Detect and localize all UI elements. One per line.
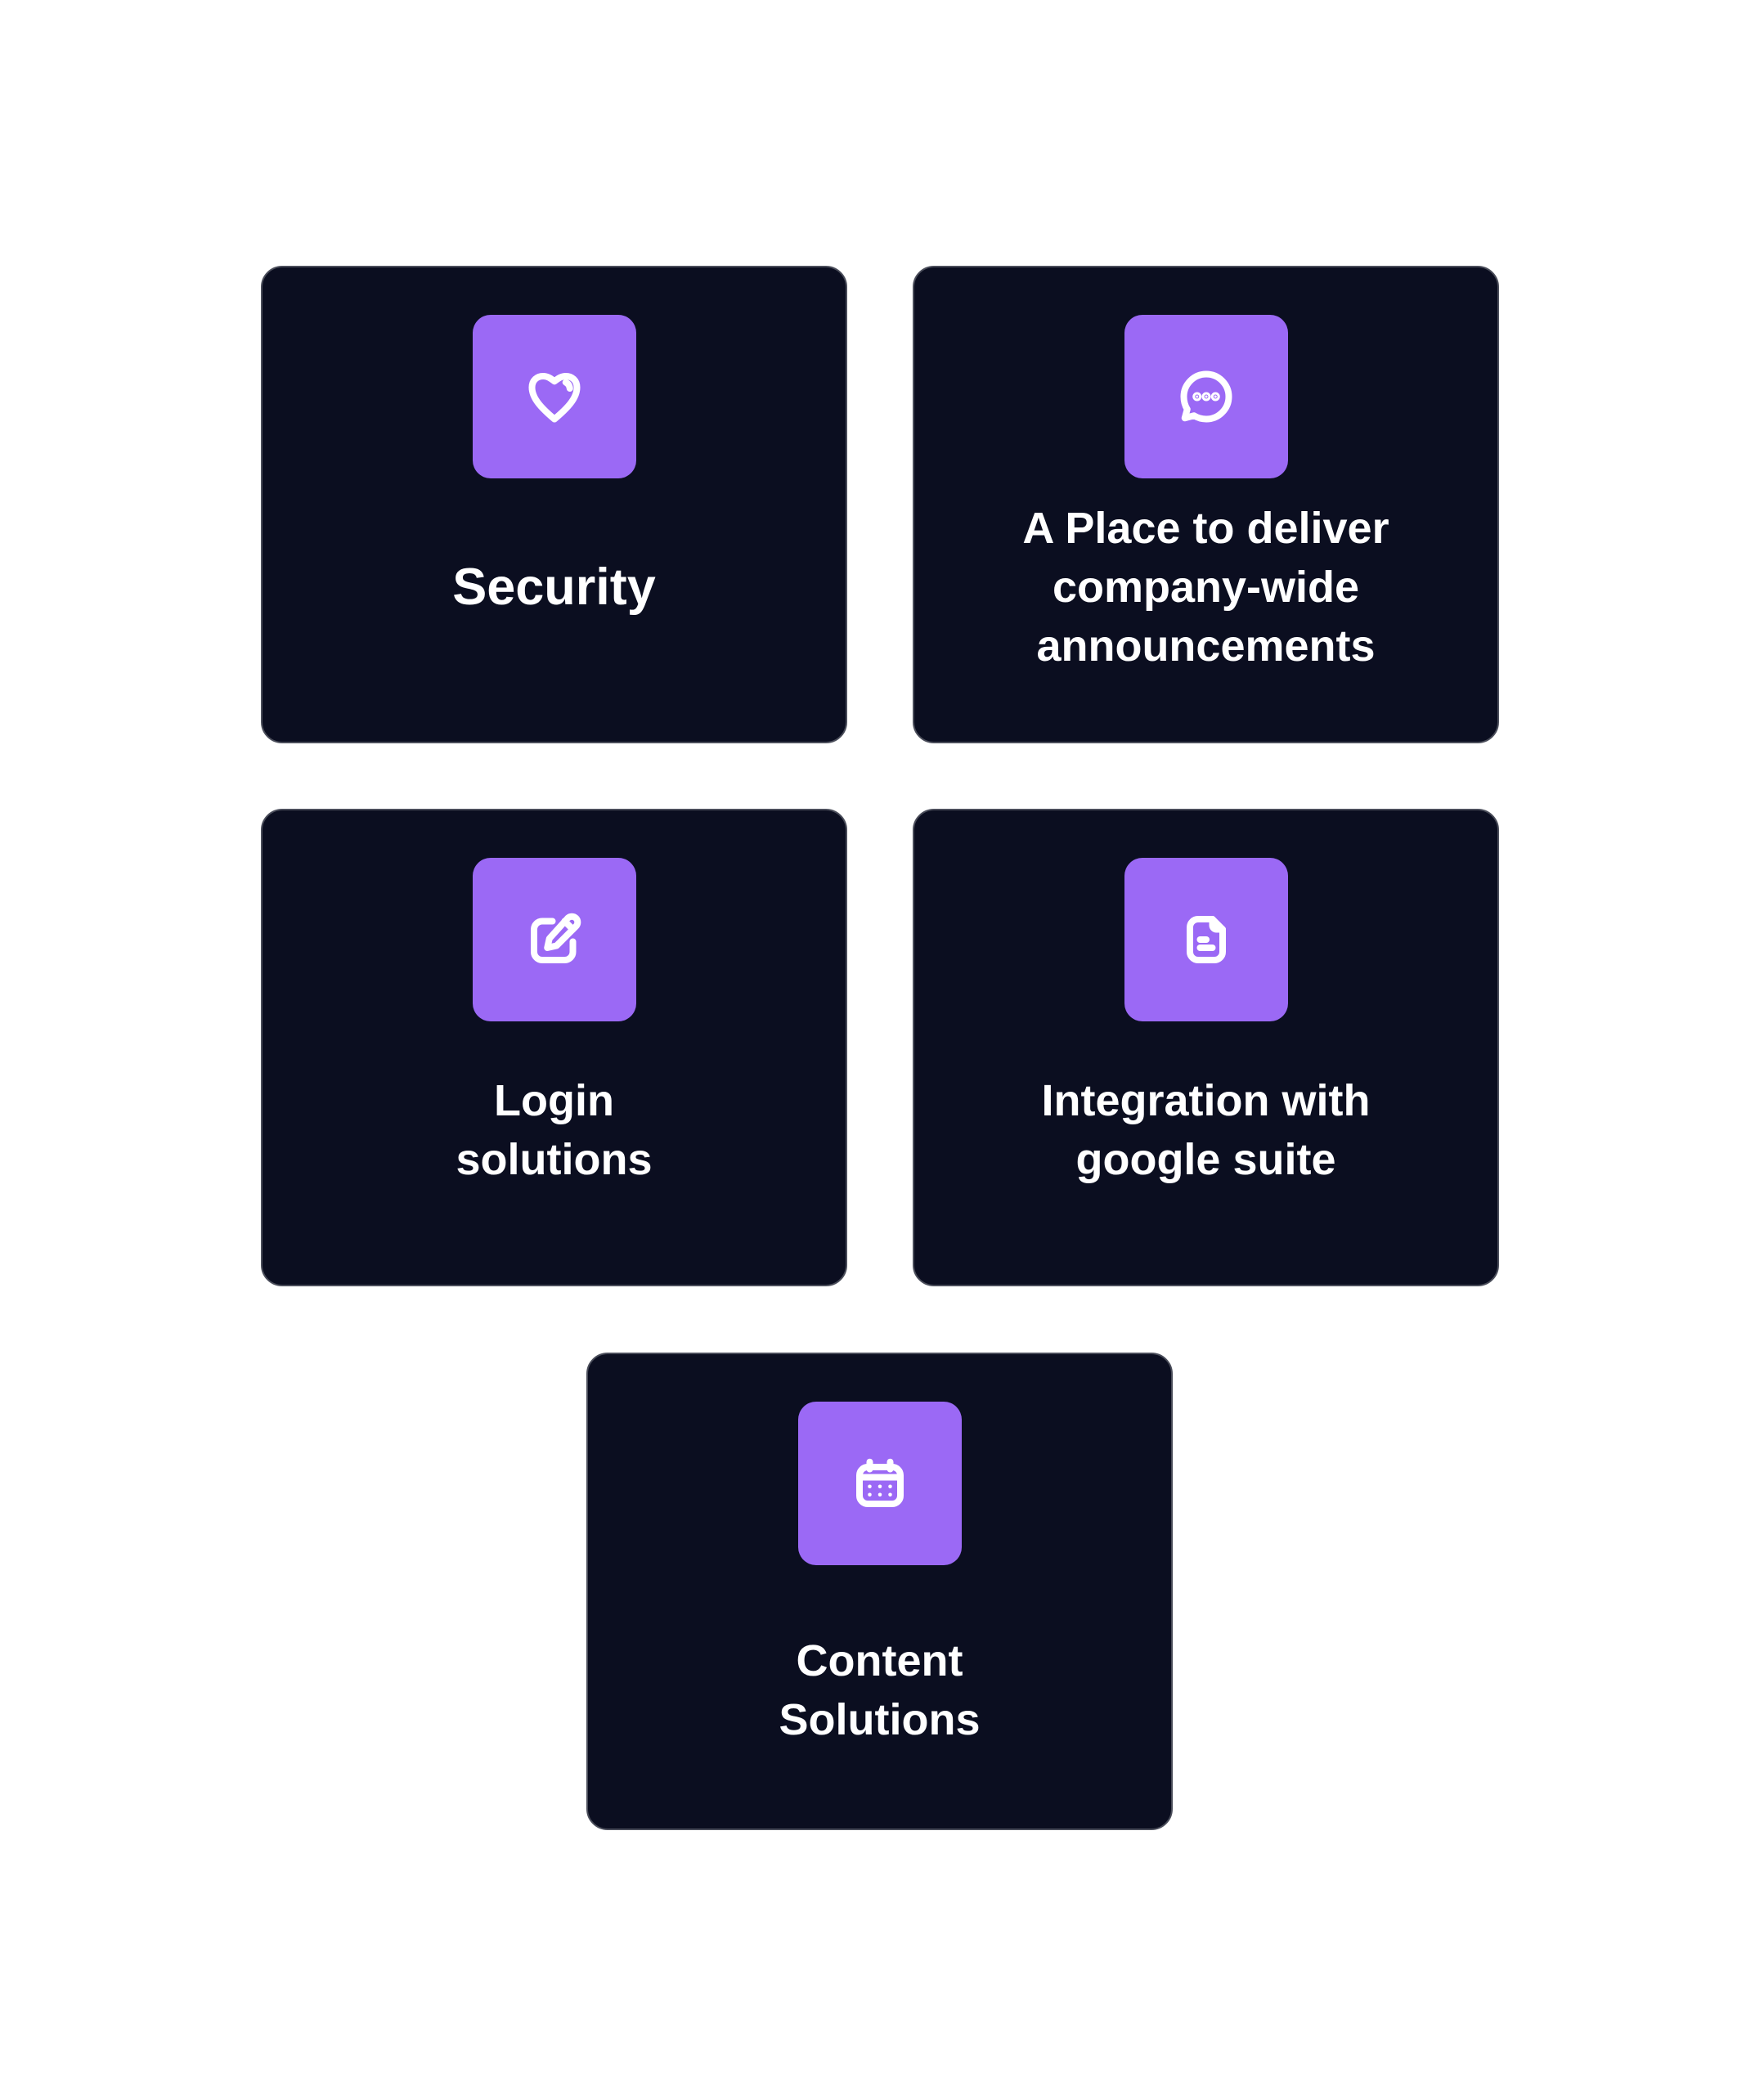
icon-tile — [472, 315, 636, 478]
icon-tile — [472, 858, 636, 1021]
chat-bubble-icon — [1180, 370, 1232, 423]
feature-card-security: Security — [261, 266, 847, 743]
card-title: A Place to deliver company-wide announce… — [1022, 504, 1389, 671]
feature-card-integration: Integration with google suite — [913, 809, 1499, 1286]
feature-card-announcements: A Place to deliver company-wide announce… — [913, 266, 1499, 743]
feature-card-content: Content Solutions — [586, 1353, 1173, 1830]
feature-card-login: Login solutions — [261, 809, 847, 1286]
card-title: Security — [452, 559, 656, 616]
card-title: Integration with google suite — [1041, 1076, 1371, 1184]
edit-icon — [530, 913, 581, 963]
card-title: Login solutions — [456, 1076, 653, 1184]
file-icon — [1186, 916, 1226, 963]
calendar-icon — [855, 1458, 904, 1507]
icon-tile — [1124, 315, 1288, 478]
heart-icon — [528, 373, 580, 423]
icon-tile — [1124, 858, 1288, 1021]
card-title: Content Solutions — [779, 1636, 981, 1744]
icon-tile — [797, 1402, 962, 1565]
